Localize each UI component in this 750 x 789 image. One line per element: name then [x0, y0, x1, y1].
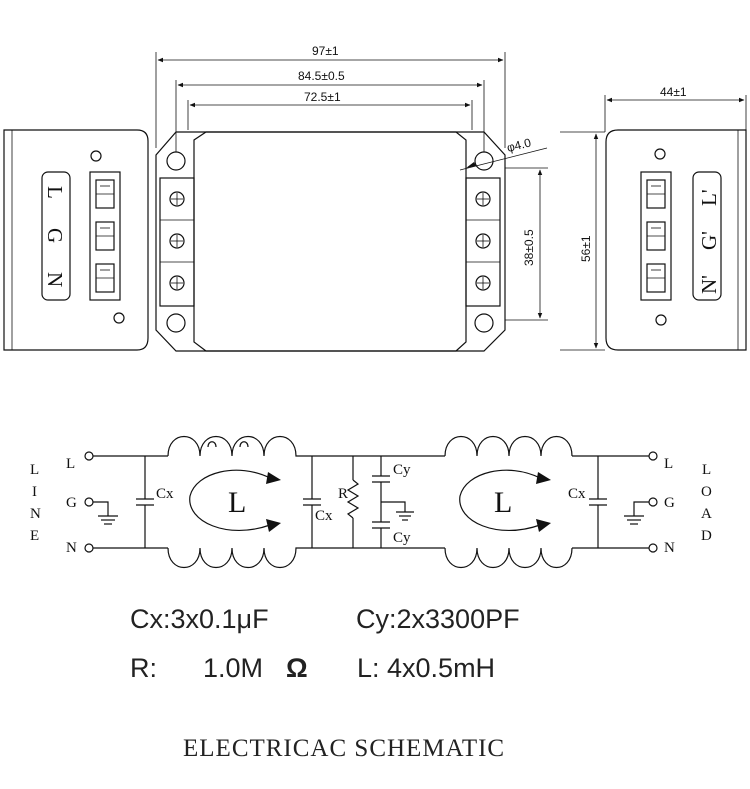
spec-r-value: 1.0M: [203, 653, 263, 683]
cx-output-capacitor: Cx: [568, 456, 607, 548]
spec-r-key: R:: [130, 653, 157, 683]
dim-height: 44±1: [660, 85, 687, 99]
load-terminal-n: N: [664, 540, 675, 556]
svg-text:A: A: [701, 506, 712, 522]
right-terminal-label-n: N': [697, 275, 721, 294]
top-terminal-screws: [160, 191, 500, 291]
dim-hole-diameter: φ4.0: [505, 135, 532, 155]
dim-terminal-pitch: 38±0.5: [522, 229, 536, 266]
dim-overall-width: 56±1: [579, 235, 593, 262]
schematic: L I N E L O A D L G N L G N: [30, 435, 712, 569]
line-terminal-n: N: [66, 540, 77, 556]
spec-cx: Cx:3x0.1μF: [130, 604, 269, 634]
svg-text:Cy: Cy: [393, 530, 411, 546]
svg-text:R: R: [338, 486, 348, 502]
right-terminal-label-g: G': [697, 231, 721, 250]
load-terminal-g: G: [664, 495, 675, 511]
load-terminal-l: L: [664, 456, 673, 472]
cy-capacitors: Cy Cy: [372, 456, 414, 548]
load-label: L O A D: [701, 462, 712, 544]
inductor-2: L: [444, 435, 573, 569]
left-terminal-label-g: G: [43, 228, 67, 243]
left-terminal-screws: [95, 179, 115, 293]
svg-text:Cy: Cy: [393, 462, 411, 478]
bleeder-resistor: R: [338, 456, 360, 548]
right-end-view: N' G' L': [605, 129, 747, 351]
svg-text:E: E: [30, 528, 39, 544]
left-terminal-label-n: N: [43, 272, 67, 287]
spec-cy: Cy:2x3300PF: [356, 604, 520, 634]
line-label: L I N E: [30, 462, 41, 544]
svg-text:L: L: [702, 462, 711, 478]
right-terminal-screws: [646, 179, 666, 293]
dim-overall-length: 97±1: [312, 44, 339, 58]
svg-text:L: L: [494, 486, 512, 519]
left-end-view: L G N: [3, 129, 149, 351]
svg-text:L: L: [228, 486, 246, 519]
cx-input-capacitor: Cx: [136, 456, 174, 548]
dimension-lines: 97±1 84.5±0.5 72.5±1 φ4.0 38±0.5 56±1 44…: [155, 44, 747, 351]
line-terminal-l: L: [66, 456, 75, 472]
left-terminal-label-l: L: [43, 186, 67, 199]
spec-r-unit: Ω: [286, 653, 308, 683]
svg-text:Cx: Cx: [568, 486, 586, 502]
spec-lines: Cx:3x0.1μF Cy:2x3300PF R: 1.0M Ω L: 4x0.…: [130, 604, 520, 683]
inductor-1: L: [167, 435, 300, 569]
line-terminal-g: G: [66, 495, 77, 511]
svg-text:O: O: [701, 484, 712, 500]
schematic-caption: ELECTRICAC SCHEMATIC: [183, 735, 505, 762]
spec-l: L: 4x0.5mH: [357, 653, 495, 683]
svg-text:I: I: [32, 484, 37, 500]
svg-text:Cx: Cx: [315, 508, 333, 524]
cx-middle-capacitor: Cx: [303, 456, 333, 548]
dim-terminal-span: 72.5±1: [304, 90, 341, 104]
dim-hole-spacing: 84.5±0.5: [298, 69, 345, 83]
svg-text:L: L: [30, 462, 39, 478]
svg-text:D: D: [701, 528, 712, 544]
right-terminal-label-l: L': [697, 189, 721, 206]
svg-text:N: N: [30, 506, 41, 522]
top-view: [155, 131, 506, 352]
svg-text:Cx: Cx: [156, 486, 174, 502]
